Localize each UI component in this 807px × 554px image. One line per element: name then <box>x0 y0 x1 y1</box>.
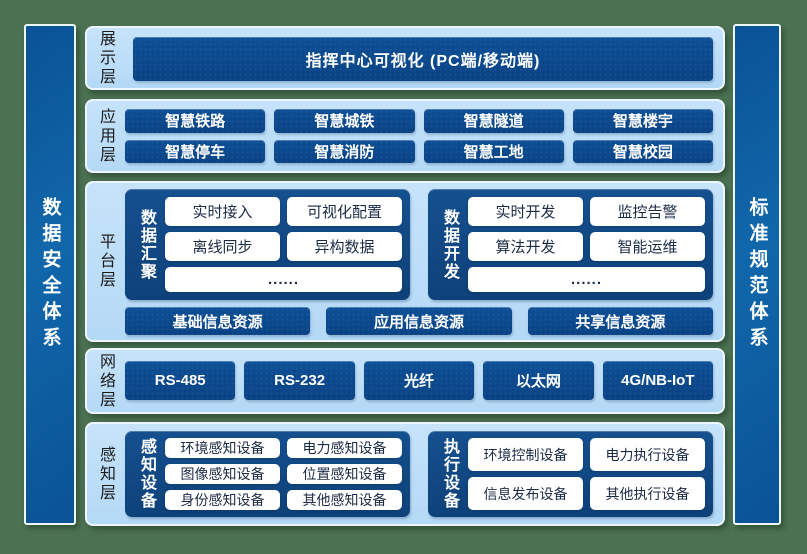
execution-devices-chips: 环境控制设备 电力执行设备 信息发布设备 其他执行设备 <box>468 438 705 510</box>
layer-panel-display: 展示层 指挥中心可视化 (PC端/移动端) <box>85 26 725 90</box>
device-chip: 图像感知设备 <box>165 464 280 484</box>
feature-chip: 智能运维 <box>590 232 705 261</box>
perception-content: 感知设备 环境感知设备 电力感知设备 图像感知设备 位置感知设备 身份感知设备 … <box>123 424 723 524</box>
pillar-standards-label: 标准规范体系 <box>746 196 768 353</box>
network-row: RS-485 RS-232 光纤 以太网 4G/NB-IoT <box>123 350 723 412</box>
feature-chip: 离线同步 <box>165 232 280 261</box>
device-chip: 信息发布设备 <box>468 477 583 510</box>
device-chip: 身份感知设备 <box>165 490 280 510</box>
group-title: 数据开发 <box>441 208 458 281</box>
device-chip: 其他感知设备 <box>287 490 402 510</box>
network-protocol-button: RS-485 <box>125 361 236 400</box>
app-scenario-button: 智慧楼宇 <box>572 109 713 133</box>
app-scenario-button: 智慧校园 <box>572 139 713 163</box>
feature-chip: 监控告警 <box>590 197 705 226</box>
layer-label-network: 网络层 <box>97 352 114 410</box>
group-title: 数据汇聚 <box>138 208 155 281</box>
data-aggregation-chips: 实时接入 可视化配置 离线同步 异构数据 ...... <box>165 197 402 292</box>
network-protocol-button: 以太网 <box>483 361 594 400</box>
pillar-standards: 标准规范体系 <box>733 24 781 525</box>
device-chip: 电力执行设备 <box>590 438 705 471</box>
command-center-banner: 指挥中心可视化 (PC端/移动端) <box>133 37 713 81</box>
more-chip: ...... <box>165 267 402 292</box>
layer-label-display: 展示层 <box>97 29 114 87</box>
layer-label-perception: 感知层 <box>97 445 114 503</box>
data-aggregation-group: 数据汇聚 实时接入 可视化配置 离线同步 异构数据 ...... <box>125 189 410 300</box>
layer-panel-network: 网络层 RS-485 RS-232 光纤 以太网 4G/NB-IoT <box>85 348 725 414</box>
layer-panel-platform: 平台层 数据汇聚 实时接入 可视化配置 离线同步 异构数据 ...... <box>85 181 725 342</box>
pillar-data-security-label: 数据安全体系 <box>39 196 61 353</box>
resource-button: 应用信息资源 <box>326 307 512 335</box>
app-scenario-button: 智慧停车 <box>125 139 266 163</box>
resource-row: 基础信息资源 应用信息资源 共享信息资源 <box>125 307 713 335</box>
device-chip: 其他执行设备 <box>590 477 705 510</box>
app-scenario-button: 智慧消防 <box>274 139 415 163</box>
network-protocol-button: RS-232 <box>244 361 355 400</box>
device-chip: 环境控制设备 <box>468 438 583 471</box>
layer-label-application: 应用层 <box>97 107 114 165</box>
group-title: 感知设备 <box>138 438 155 510</box>
feature-chip: 实时接入 <box>165 197 280 226</box>
layer-panel-perception: 感知层 感知设备 环境感知设备 电力感知设备 图像感知设备 位置感知设备 身份感… <box>85 422 725 526</box>
device-chip: 位置感知设备 <box>287 464 402 484</box>
platform-groups: 数据汇聚 实时接入 可视化配置 离线同步 异构数据 ...... 数据开发 <box>125 189 713 300</box>
application-grid: 智慧铁路 智慧城铁 智慧隧道 智慧楼宇 智慧停车 智慧消防 智慧工地 智慧校园 <box>123 101 723 171</box>
data-development-group: 数据开发 实时开发 监控告警 算法开发 智能运维 ...... <box>428 189 713 300</box>
resource-button: 基础信息资源 <box>125 307 311 335</box>
execution-devices-group: 执行设备 环境控制设备 电力执行设备 信息发布设备 其他执行设备 <box>428 431 713 517</box>
app-scenario-button: 智慧隧道 <box>423 109 564 133</box>
app-scenario-button: 智慧城铁 <box>274 109 415 133</box>
layer-panel-application: 应用层 智慧铁路 智慧城铁 智慧隧道 智慧楼宇 智慧停车 智慧消防 智慧工地 智… <box>85 99 725 173</box>
feature-chip: 可视化配置 <box>287 197 402 226</box>
pillar-data-security: 数据安全体系 <box>24 24 76 525</box>
data-development-chips: 实时开发 监控告警 算法开发 智能运维 ...... <box>468 197 705 292</box>
platform-content: 数据汇聚 实时接入 可视化配置 离线同步 异构数据 ...... 数据开发 <box>123 183 723 340</box>
group-title: 执行设备 <box>441 438 458 510</box>
device-chip: 环境感知设备 <box>165 438 280 458</box>
network-protocol-button: 4G/NB-IoT <box>602 361 714 400</box>
perception-devices-chips: 环境感知设备 电力感知设备 图像感知设备 位置感知设备 身份感知设备 其他感知设… <box>165 438 402 510</box>
app-scenario-button: 智慧铁路 <box>125 109 266 133</box>
display-layer-content: 指挥中心可视化 (PC端/移动端) <box>123 28 723 88</box>
perception-devices-group: 感知设备 环境感知设备 电力感知设备 图像感知设备 位置感知设备 身份感知设备 … <box>125 431 410 517</box>
layers-column: 展示层 指挥中心可视化 (PC端/移动端) 应用层 智慧铁路 智慧城铁 智慧隧道… <box>85 26 725 526</box>
resource-button: 共享信息资源 <box>527 307 713 335</box>
device-chip: 电力感知设备 <box>287 438 402 458</box>
feature-chip: 实时开发 <box>468 197 583 226</box>
more-chip: ...... <box>468 267 705 292</box>
network-protocol-button: 光纤 <box>363 361 475 400</box>
layer-label-platform: 平台层 <box>97 233 114 290</box>
feature-chip: 算法开发 <box>468 232 583 261</box>
app-scenario-button: 智慧工地 <box>423 139 564 163</box>
feature-chip: 异构数据 <box>287 232 402 261</box>
